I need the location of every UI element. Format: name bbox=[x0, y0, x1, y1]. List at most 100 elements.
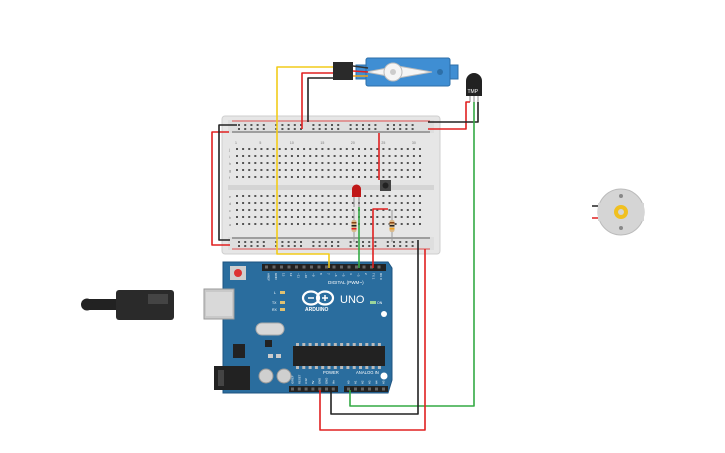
header-pin[interactable] bbox=[347, 387, 350, 391]
header-pin[interactable] bbox=[332, 265, 336, 269]
header-pin[interactable] bbox=[370, 265, 373, 269]
header-pin[interactable] bbox=[362, 265, 366, 269]
header-pin[interactable] bbox=[340, 265, 343, 269]
bb-hole bbox=[242, 155, 245, 157]
resistor-2-band-2 bbox=[389, 225, 395, 227]
bb-hole bbox=[412, 176, 415, 178]
bb-row-letter: i bbox=[229, 155, 230, 159]
bb-hole bbox=[358, 176, 360, 178]
bb-rail-hole bbox=[355, 124, 358, 126]
header-pin[interactable] bbox=[318, 387, 322, 391]
bb-hole bbox=[394, 176, 397, 178]
wire-red-button-signal[interactable] bbox=[372, 208, 388, 268]
bb-hole bbox=[327, 202, 330, 204]
header-pin[interactable] bbox=[368, 387, 371, 391]
red-led[interactable] bbox=[352, 184, 361, 208]
bb-hole bbox=[364, 169, 367, 171]
bb-hole bbox=[345, 195, 348, 197]
header-pin[interactable] bbox=[304, 387, 308, 391]
bb-hole bbox=[315, 209, 318, 211]
chip-pin bbox=[333, 366, 337, 369]
pushbutton[interactable] bbox=[380, 180, 391, 191]
bb-hole bbox=[266, 216, 269, 218]
wire-red-left-rail[interactable] bbox=[211, 131, 230, 246]
wires bbox=[211, 66, 479, 431]
wire-red-servo-power[interactable] bbox=[301, 72, 333, 129]
header-pin[interactable] bbox=[311, 387, 315, 391]
bb-hole bbox=[309, 202, 312, 204]
header-pin[interactable] bbox=[355, 265, 358, 269]
header-pin[interactable] bbox=[331, 387, 335, 391]
bb-hole bbox=[254, 223, 257, 225]
header-pin[interactable] bbox=[297, 387, 301, 391]
temperature-sensor[interactable]: TMP bbox=[466, 73, 482, 102]
bb-hole bbox=[309, 169, 312, 171]
bb-rail-hole bbox=[256, 128, 259, 130]
analog-pin-label: A1 bbox=[354, 380, 358, 384]
bb-rail-hole bbox=[337, 128, 340, 130]
bb-hole bbox=[339, 195, 342, 197]
wire-green-tmp-signal[interactable] bbox=[349, 102, 475, 407]
resistor-2[interactable] bbox=[389, 210, 395, 242]
wire-red-5v[interactable] bbox=[319, 249, 426, 431]
header-pin[interactable] bbox=[295, 265, 298, 269]
bb-hole bbox=[297, 169, 299, 171]
resistor-1[interactable] bbox=[351, 210, 357, 242]
bb-rail-hole bbox=[337, 124, 340, 126]
bb-hole bbox=[388, 162, 391, 164]
bb-hole bbox=[370, 155, 373, 157]
led-tx bbox=[280, 301, 285, 304]
wire-black-tmp-ground[interactable] bbox=[428, 102, 479, 123]
pushbutton-cap[interactable] bbox=[382, 182, 389, 189]
bb-rail-hole bbox=[386, 241, 389, 243]
header-pin[interactable] bbox=[325, 387, 328, 391]
header-pin[interactable] bbox=[310, 265, 313, 269]
bb-hole bbox=[351, 148, 354, 150]
bb-hole bbox=[339, 223, 342, 225]
header-pin[interactable] bbox=[272, 265, 276, 269]
breadboard-top-rail bbox=[228, 120, 434, 133]
bb-hole bbox=[333, 162, 336, 164]
header-pin[interactable] bbox=[347, 265, 351, 269]
bb-hole bbox=[394, 155, 397, 157]
bb-hole bbox=[260, 209, 263, 211]
bb-hole bbox=[382, 202, 385, 204]
bb-rail-hole bbox=[250, 245, 253, 247]
wire-black-left-rail[interactable] bbox=[218, 124, 237, 241]
bb-rail-hole bbox=[362, 128, 364, 130]
header-pin[interactable] bbox=[291, 387, 294, 391]
bb-hole bbox=[297, 223, 299, 225]
bb-hole bbox=[370, 148, 373, 150]
header-pin[interactable] bbox=[265, 265, 268, 269]
bb-hole bbox=[236, 216, 238, 218]
header-pin[interactable] bbox=[361, 387, 364, 391]
wire-red-tmp-power[interactable] bbox=[428, 101, 470, 130]
header-pin[interactable] bbox=[377, 265, 381, 269]
header-pin[interactable] bbox=[287, 265, 291, 269]
chip-pin bbox=[365, 366, 369, 369]
bb-hole bbox=[278, 148, 281, 150]
bb-hole bbox=[339, 169, 342, 171]
wire-black-servo-ground[interactable] bbox=[307, 77, 333, 122]
digital-header bbox=[262, 264, 386, 271]
servo-motor[interactable] bbox=[333, 57, 459, 87]
bb-hole bbox=[315, 169, 318, 171]
header-pin[interactable] bbox=[382, 387, 385, 391]
header-pin[interactable] bbox=[317, 265, 321, 269]
header-pin[interactable] bbox=[280, 265, 283, 269]
bb-hole bbox=[321, 162, 324, 164]
reset-button-cap[interactable] bbox=[234, 269, 242, 277]
bb-hole bbox=[284, 209, 287, 211]
bb-hole bbox=[339, 176, 342, 178]
header-pin[interactable] bbox=[302, 265, 306, 269]
wire-yellow-servo-signal[interactable] bbox=[276, 66, 333, 268]
header-pin[interactable] bbox=[375, 387, 378, 391]
crystal-oscillator bbox=[255, 322, 285, 336]
header-pin[interactable] bbox=[354, 387, 357, 391]
header-pin[interactable] bbox=[325, 265, 328, 269]
bb-hole bbox=[290, 195, 293, 197]
wire-black-gnd[interactable] bbox=[330, 240, 419, 415]
dc-motor[interactable] bbox=[592, 188, 645, 236]
